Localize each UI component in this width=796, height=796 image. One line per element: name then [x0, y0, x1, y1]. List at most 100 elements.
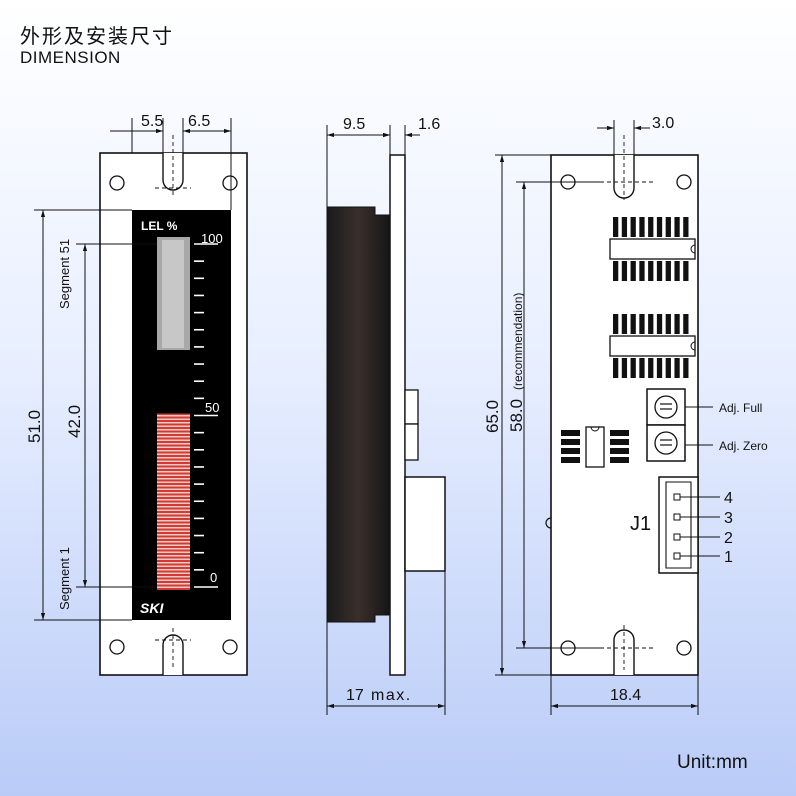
dim-9-5: 9.5	[343, 116, 365, 133]
ic-pin	[610, 457, 629, 463]
ic-chip	[585, 426, 605, 468]
ic-pin	[613, 217, 619, 237]
dim-5-5: 5.5	[141, 113, 163, 130]
ic-pin	[665, 217, 671, 237]
ic-notch	[690, 341, 696, 351]
ic-pin	[621, 314, 628, 334]
mount-hole	[222, 175, 238, 191]
side-view: 9.5 1.6 17 max.	[326, 116, 446, 715]
ic-pin	[639, 314, 645, 334]
brand-logo: SKI	[140, 600, 164, 616]
ic-notch	[690, 244, 696, 254]
ic-pin	[613, 261, 619, 281]
ic-pin	[683, 314, 689, 334]
scale-label-0: 0	[210, 570, 217, 585]
dim-3-0: 3.0	[652, 115, 674, 132]
ic-pin	[621, 217, 628, 237]
ic-pin	[656, 217, 663, 237]
front-view: LEL % 100 50 0 SKI 5.5 6.5 51.0 42.0 Seg…	[25, 113, 248, 676]
side-component	[404, 423, 419, 461]
connector-label: J1	[630, 513, 651, 535]
ic-notch	[590, 426, 600, 432]
side-component	[404, 389, 419, 425]
ic-pin	[665, 261, 671, 281]
ic-pin	[665, 314, 671, 334]
mount-hole	[109, 639, 125, 655]
scale-label-100: 100	[201, 231, 223, 246]
title-chinese: 外形及安装尺寸	[20, 24, 174, 48]
ic-pin	[630, 261, 636, 281]
title-english: DIMENSION	[20, 48, 121, 67]
pin-number: 4	[724, 490, 733, 507]
ic-pin	[630, 314, 636, 334]
ic-pin	[613, 314, 619, 334]
scale-label-50: 50	[205, 400, 219, 415]
ic-pin	[610, 430, 629, 436]
dim-17: 17	[346, 687, 364, 704]
pin-number: 3	[724, 510, 733, 527]
ic-pin	[674, 217, 680, 237]
ic-pin	[674, 358, 680, 378]
bar-filled-section	[157, 413, 190, 590]
pin-number: 1	[724, 549, 733, 566]
connector-pin	[673, 533, 681, 541]
connector-pins: 4 3 2 1	[673, 490, 733, 566]
scale-ticks	[194, 243, 218, 588]
ic-pin	[561, 439, 580, 445]
mount-hole	[109, 175, 125, 191]
dim-65-0: 65.0	[483, 400, 502, 433]
dim-6-5: 6.5	[188, 113, 210, 130]
ic-pin	[648, 217, 654, 237]
ic-pin	[683, 261, 689, 281]
dim-recommendation: (recommendation)	[511, 293, 525, 390]
display-label: LEL %	[141, 219, 178, 233]
ic-pin	[656, 358, 663, 378]
side-pcb	[389, 154, 406, 676]
connector-pin	[673, 493, 681, 501]
unit-label: Unit:mm	[677, 752, 748, 773]
ic-pin	[648, 261, 654, 281]
ic-pin	[665, 358, 671, 378]
connector-pin	[673, 552, 681, 560]
ic-pin	[621, 261, 628, 281]
ic-pin	[683, 217, 689, 237]
dim-18-4: 18.4	[610, 687, 641, 704]
dim-51-0: 51.0	[25, 410, 44, 443]
ic-pin	[648, 314, 654, 334]
ic-pin	[610, 448, 629, 454]
ic-pin	[613, 358, 619, 378]
pin-number: 2	[724, 530, 733, 547]
dim-1-6: 1.6	[418, 116, 440, 133]
ic-pin	[656, 261, 663, 281]
adj-zero-label: Adj. Zero	[719, 439, 768, 453]
ic-pin	[674, 314, 680, 334]
mount-hole	[222, 639, 238, 655]
trimmer-full	[646, 388, 686, 426]
back-view: Adj. Full Adj. Zero J1 4 3 2 1 3.0 65.0 58.…	[483, 115, 768, 715]
ic-pin	[648, 358, 654, 378]
ic-pin	[639, 261, 645, 281]
ic-pin	[621, 358, 628, 378]
connector-pin	[673, 513, 681, 521]
ic-pin	[639, 217, 645, 237]
ic-chips	[561, 217, 696, 468]
ic-pin	[610, 439, 629, 445]
trimmer-zero	[646, 424, 686, 462]
ic-pin	[561, 457, 580, 463]
ic-pin	[674, 261, 680, 281]
adj-full-label: Adj. Full	[719, 401, 762, 415]
segment-51-label: Segment 51	[57, 239, 72, 309]
dim-58-0: 58.0	[507, 399, 526, 432]
ic-pin	[683, 358, 689, 378]
ic-pin	[656, 314, 663, 334]
side-connector	[404, 476, 446, 572]
ic-pin	[630, 217, 636, 237]
ic-pin	[561, 430, 580, 436]
dim-max: max.	[371, 687, 412, 704]
ic-chip	[609, 335, 696, 357]
segment-1-label: Segment 1	[57, 547, 72, 610]
front-bottom-slot	[162, 634, 184, 675]
ic-pin	[630, 358, 636, 378]
ic-pin	[639, 358, 645, 378]
